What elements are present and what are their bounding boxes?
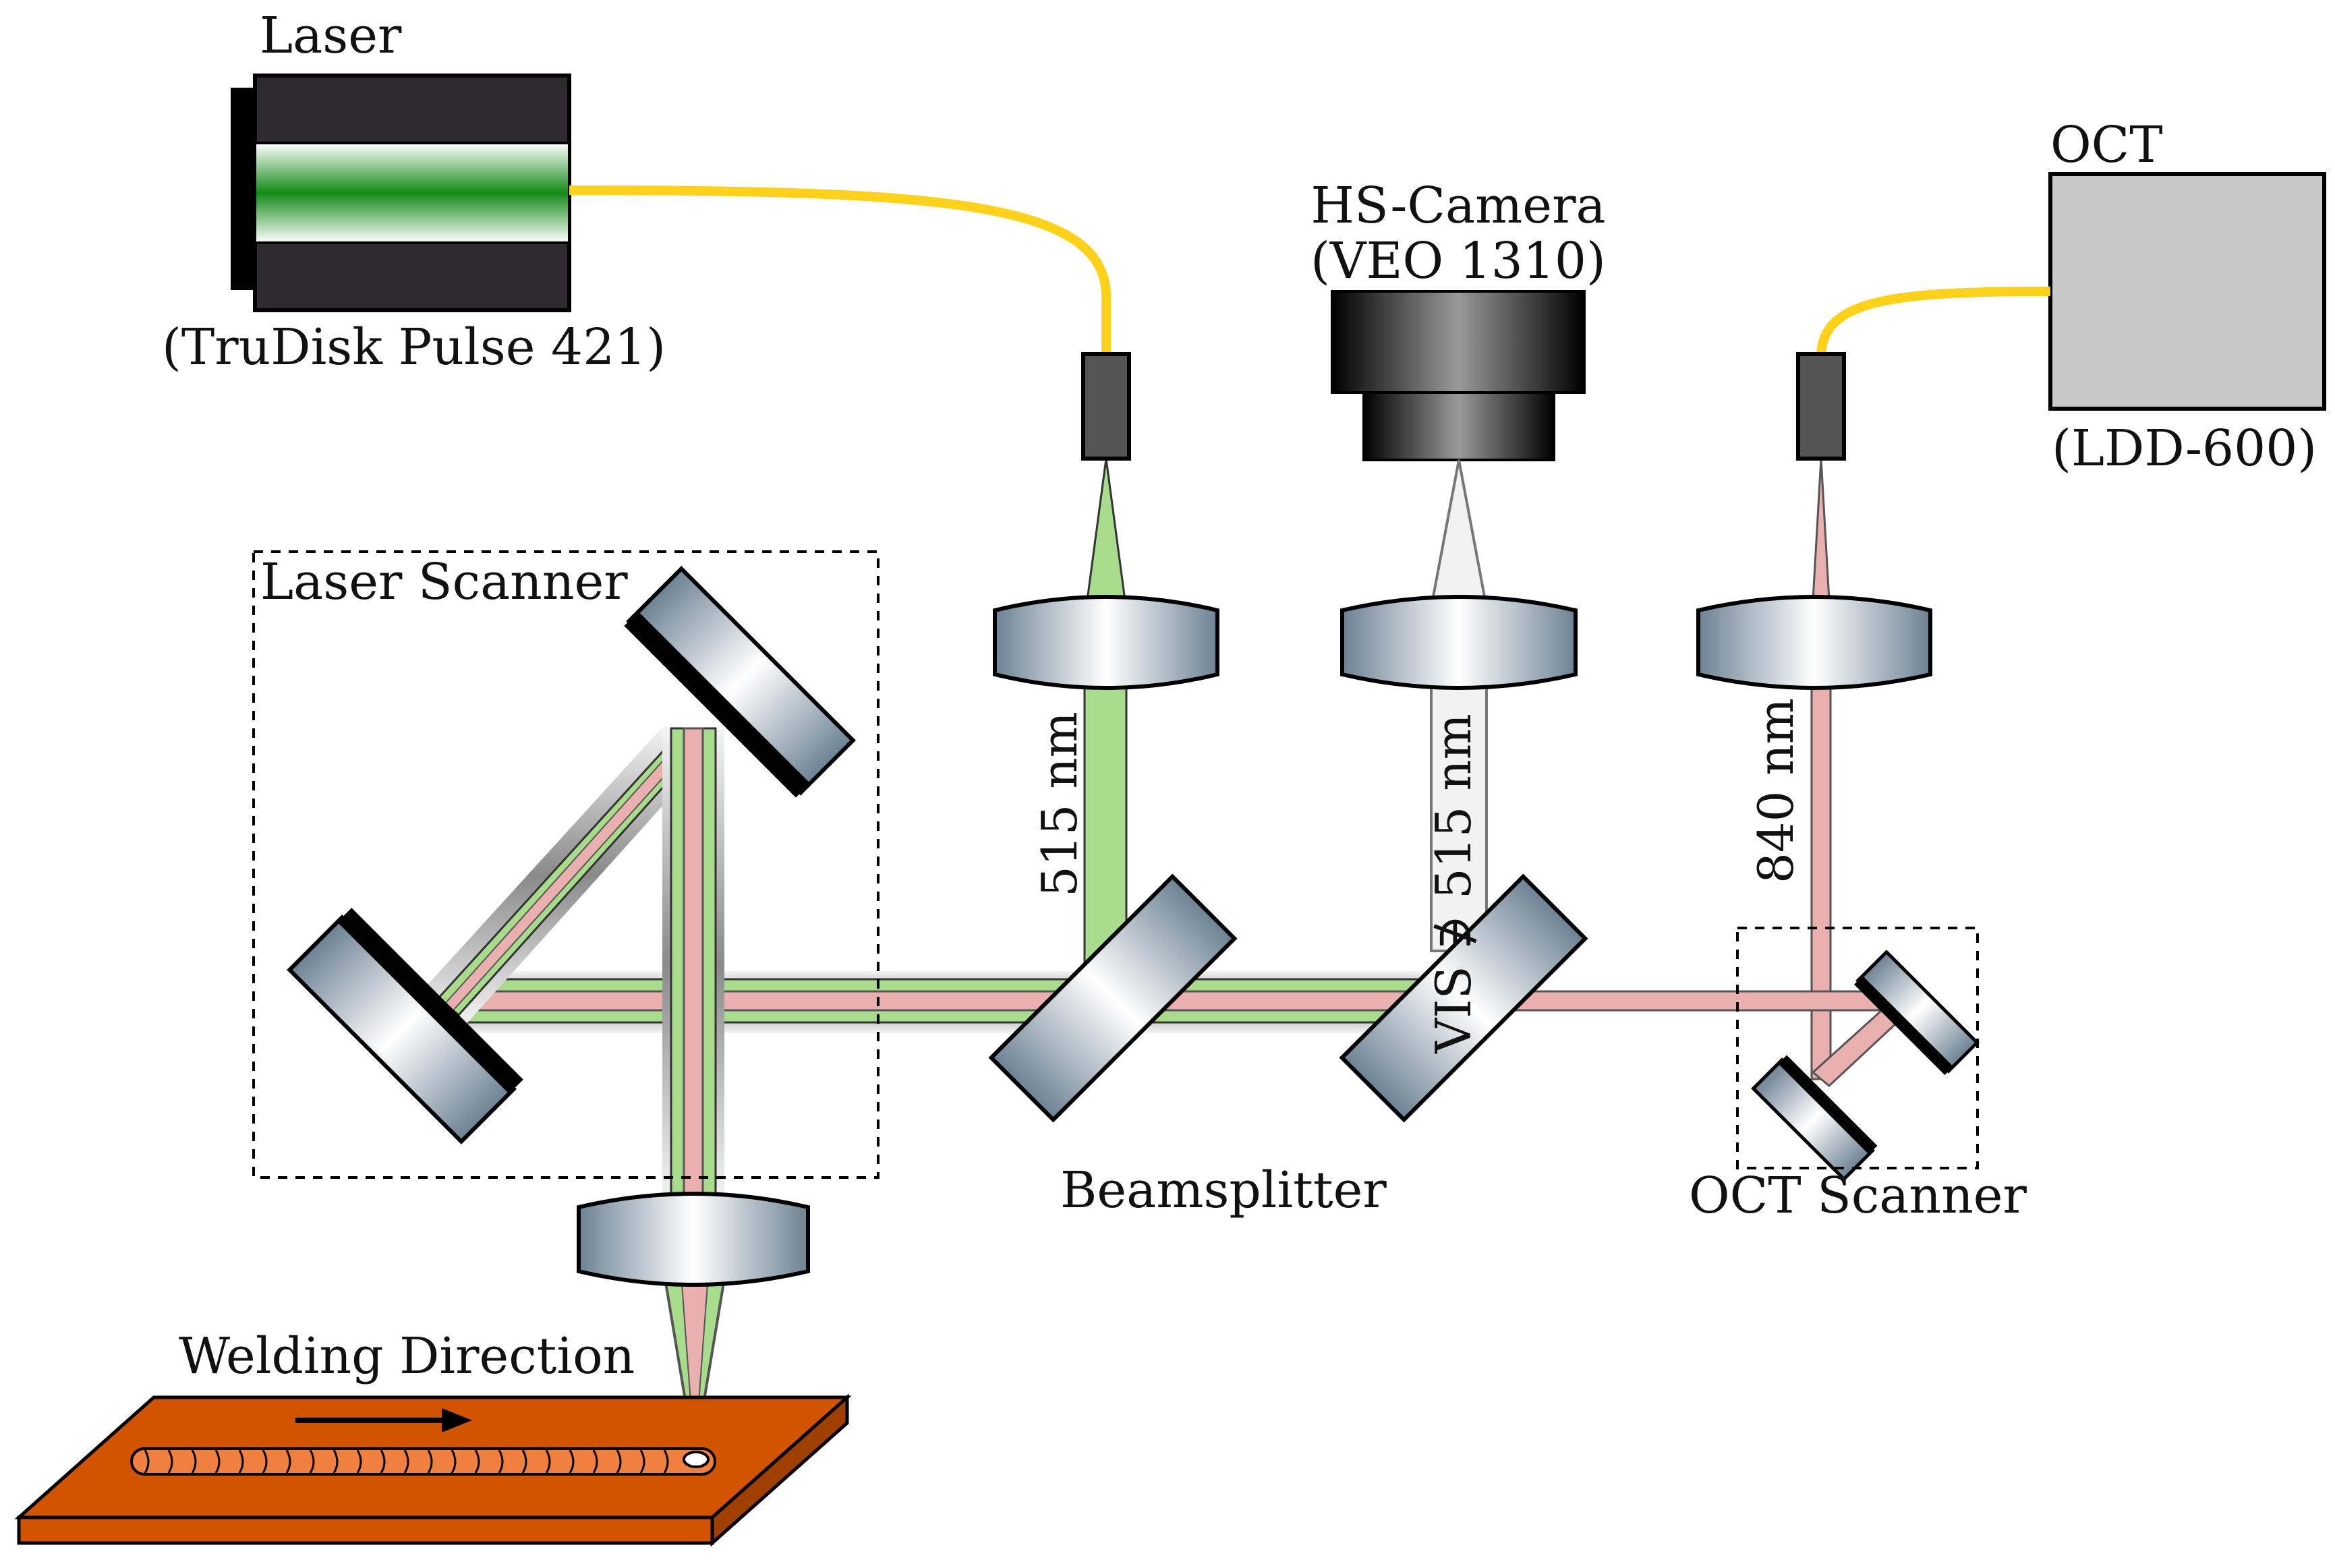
beamsplitter-1 [988, 873, 1238, 1123]
laser-model-label: (TruDisk Pulse 421) [162, 318, 666, 376]
weld-seam [130, 1447, 716, 1476]
camera-label: HS-Camera [1310, 177, 1605, 235]
oct-fiber [1816, 287, 2051, 358]
hs-camera [1331, 290, 1586, 461]
laser-fiber [569, 185, 1111, 354]
beamsplitter-2 [1339, 873, 1588, 1123]
beamsplitter-label: Beamsplitter [1060, 1161, 1387, 1219]
focus-lens [577, 1192, 810, 1287]
wavelength-camera-label: VIS ∌ 515 nm [1425, 714, 1482, 1054]
oct-scanner-box [1736, 927, 1979, 1169]
camera-lens [1340, 595, 1578, 690]
oct-label: OCT [2050, 116, 2163, 174]
oct-lens [1696, 595, 1932, 690]
laser-scanner-label: Laser Scanner [260, 553, 628, 611]
welding-direction-arrow [295, 1408, 472, 1432]
oct-scanner-label: OCT Scanner [1689, 1167, 2027, 1225]
scanner-mirror-top [624, 565, 857, 798]
welding-direction-label: Welding Direction [179, 1327, 635, 1385]
oct-mirror-left [1751, 1055, 1878, 1182]
laser-lens [993, 595, 1219, 690]
wavelength-laser-label: 515 nm [1031, 712, 1088, 897]
oct-device [2048, 172, 2326, 411]
laser-label: Laser [260, 7, 402, 65]
wavelength-oct-label: 840 nm [1748, 698, 1804, 883]
beam-paths [422, 458, 1911, 1202]
laser-source [231, 74, 571, 312]
oct-mirror-right [1853, 950, 1980, 1076]
laser-scanner-box [252, 550, 880, 1179]
oct-collimator [1796, 352, 1846, 461]
oct-model-label: (LDD-600) [2052, 419, 2317, 477]
laser-collimator [1081, 352, 1131, 461]
scanner-mirror-left [287, 908, 523, 1144]
camera-model-label: (VEO 1310) [1310, 232, 1606, 290]
